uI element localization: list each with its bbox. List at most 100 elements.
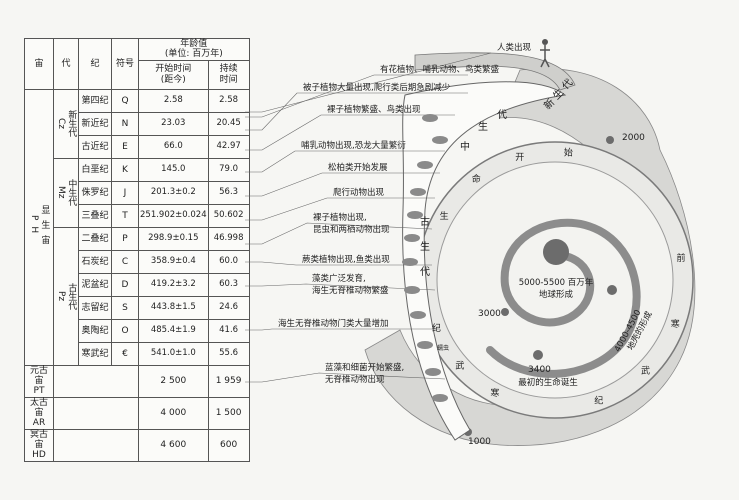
callout-text: 裸子植物出现,: [313, 212, 367, 223]
fossil-icon: [425, 368, 441, 376]
callout-text: 无脊椎动物出现: [325, 374, 385, 385]
band-dai2: 代: [497, 109, 507, 121]
period-start: 145.0: [138, 157, 209, 182]
header-duration-sub: 时间: [219, 74, 238, 85]
callout-leader: [245, 92, 468, 131]
period-symbol: €: [111, 341, 139, 366]
period-symbol: J: [111, 180, 139, 205]
callout-text: 藻类广泛发育,: [312, 273, 366, 284]
eon-name: 太古宙: [29, 397, 48, 419]
callout-text: 被子植物大量出现,爬行类后期急剧减少: [303, 82, 451, 93]
earth-core-dot: [543, 239, 569, 265]
period-symbol: N: [111, 111, 139, 136]
empty-cell: [53, 364, 139, 398]
tick-1000: 1000: [468, 437, 491, 447]
period-duration: 41.6: [207, 318, 250, 343]
life-dot: [533, 350, 543, 360]
callout-text: 爬行动物出现: [333, 187, 385, 198]
band-dai3: 代: [420, 266, 430, 278]
human-figure-icon: [540, 45, 550, 68]
period-name: 志留纪: [78, 295, 112, 320]
eon-phanerozoic-name: 显生宙: [39, 204, 50, 250]
fossil-icon: [410, 188, 426, 196]
period-symbol: T: [111, 203, 139, 228]
header-start-sub: (距今): [160, 74, 186, 85]
period-start: 66.0: [138, 134, 209, 159]
callout-leader: [245, 114, 455, 151]
callout-leader: [245, 52, 492, 113]
earth-value: 5000-5500 百万年: [519, 277, 594, 288]
callout-leader: [245, 74, 468, 118]
period-symbol: D: [111, 272, 139, 297]
callout-text: 松柏类开始发展: [328, 162, 388, 173]
callout-text: 蕨类植物出现,鱼类出现: [302, 254, 390, 265]
fossil-icon: [402, 258, 418, 266]
period-symbol: O: [111, 318, 139, 343]
header-age-unit: (单位: 百万年): [164, 49, 223, 60]
callout-leader: [245, 372, 446, 383]
callout-text: 蓝藻和细菌开始繁盛,: [325, 362, 404, 373]
worm-label: 蠕虫: [437, 344, 449, 352]
inner-spiral-curve: [486, 218, 641, 378]
eon-phanerozoic-abbr: PH: [29, 215, 39, 240]
header-duration: 持续: [219, 64, 238, 75]
life-label: 最初的生命诞生: [518, 377, 578, 388]
callout-leader: [245, 261, 432, 266]
band-sheng3: 生: [420, 240, 430, 253]
era-name: 新生代: [66, 110, 77, 138]
period-name: 奥陶纪: [78, 318, 112, 343]
callout-leader: [245, 328, 440, 331]
ring-char: 前: [677, 252, 686, 264]
period-name: 白垩纪: [78, 157, 112, 182]
header-duration: 持续时间: [207, 59, 250, 90]
ring-char: 始: [564, 147, 573, 159]
fossil-icon: [417, 341, 433, 349]
eon-name: 元古宙: [29, 365, 48, 387]
eon-name: 冥古宙: [29, 429, 48, 451]
callout-leader: [245, 197, 435, 221]
ring-lower-char: 纪: [432, 322, 441, 334]
ring-char: 纪: [594, 394, 603, 406]
period-duration: 60.0: [207, 249, 250, 274]
tick-3000: 3000: [478, 309, 501, 319]
fossil-icon: [417, 161, 433, 169]
header-start-time: 开始时间: [155, 64, 192, 75]
crust-dot: [607, 285, 617, 295]
header-symbol: 符号: [111, 38, 139, 90]
empty-cell: [53, 428, 139, 462]
callout-text: 昆虫和两栖动物出现: [313, 224, 390, 235]
ring-lower-char: 武: [455, 360, 464, 372]
era-abbr: Mz: [56, 186, 66, 199]
period-duration: 56.3: [207, 180, 250, 205]
era-name: 古生代: [66, 282, 77, 310]
band-zhong: 中: [460, 140, 470, 153]
period-start: 443.8±1.5: [138, 295, 209, 320]
eon-abbr: PT: [33, 386, 45, 397]
period-symbol: S: [111, 295, 139, 320]
era-abbr: Pz: [56, 291, 66, 302]
eon-start: 4 600: [138, 428, 209, 462]
fossil-icon: [407, 211, 423, 219]
ring-char: 武: [641, 365, 650, 377]
fossil-icon: [422, 114, 438, 122]
period-duration: 24.6: [207, 295, 250, 320]
eon-abbr: AR: [32, 418, 46, 429]
band-sheng2: 生: [478, 120, 488, 133]
spiral-inner-ring: [436, 161, 674, 399]
earth-label: 地球形成: [539, 289, 574, 300]
callout-leader: [245, 222, 433, 245]
header-eon: 宙: [24, 38, 54, 90]
callout-leader: [245, 150, 445, 173]
period-symbol: Q: [111, 88, 139, 113]
